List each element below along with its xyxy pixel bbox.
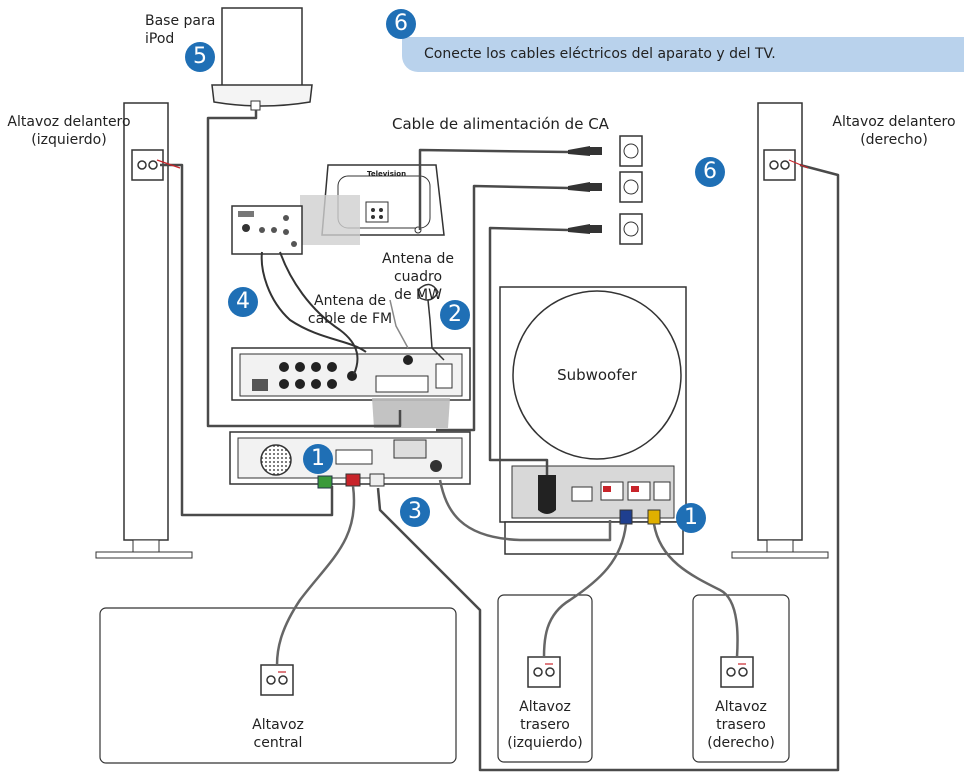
- ac-outlets: [568, 135, 643, 245]
- ipod-base-line1: Base para: [145, 13, 216, 29]
- front-left-line1: Altavoz delantero: [7, 114, 131, 130]
- center-speaker-label: Altavoz central: [238, 716, 318, 752]
- rear-left-line2: trasero: [520, 717, 570, 733]
- instruction-step-number: 6: [386, 9, 416, 39]
- center-line1: Altavoz: [252, 717, 304, 733]
- red-plug: [345, 473, 361, 487]
- rear-left-label: Altavoz trasero (izquierdo): [501, 698, 589, 752]
- fm-antenna-line2: cable de FM: [307, 311, 393, 327]
- blue-plug: [619, 509, 633, 525]
- tv-rear-inset: [231, 205, 303, 255]
- white-plug: [369, 473, 385, 487]
- step-badge-power: 6: [695, 157, 725, 187]
- mw-loop-antenna: [417, 283, 439, 349]
- mw-antenna-line2: de MW: [394, 287, 442, 303]
- television: [300, 164, 445, 245]
- subwoofer: [499, 286, 687, 555]
- ipod-base-label: Base para iPod: [145, 12, 215, 48]
- rear-left-line3: (izquierdo): [507, 735, 583, 751]
- step-badge-ipod: 5: [185, 42, 215, 72]
- mw-antenna-line1: Antena de cuadro: [382, 251, 454, 285]
- step-badge-antenna: 2: [440, 300, 470, 330]
- subwoofer-label: Subwoofer: [557, 366, 637, 384]
- instruction-text: Conecte los cables eléctricos del aparat…: [424, 46, 776, 62]
- front-left-speaker: [95, 102, 193, 559]
- step-badge-subwoofer-cable: 3: [400, 497, 430, 527]
- rear-right-speaker: [692, 594, 790, 763]
- main-unit: [231, 347, 471, 401]
- ac-cable-label: Cable de alimentación de CA: [392, 115, 609, 133]
- terminal-wires: [156, 159, 809, 673]
- fm-antenna-label: Antena de cable de FM: [300, 292, 400, 328]
- rear-left-speaker: [497, 594, 593, 763]
- rear-right-line2: trasero: [716, 717, 766, 733]
- instruction-banner: Conecte los cables eléctricos del aparat…: [402, 37, 964, 72]
- fm-antenna-line1: Antena de: [314, 293, 386, 309]
- sub-red-terminal: [603, 486, 611, 492]
- tv-brand-label: Television: [367, 170, 407, 178]
- step-badge-speaker-sub: 1: [676, 503, 706, 533]
- rear-right-line1: Altavoz: [715, 699, 767, 715]
- ribbon-cable: [372, 398, 450, 428]
- center-line2: central: [253, 735, 303, 751]
- front-right-line1: Altavoz delantero: [832, 114, 956, 130]
- mw-antenna-label: Antena de cuadro de MW: [358, 250, 478, 304]
- step-badge-tv-cable: 4: [228, 287, 258, 317]
- rear-right-line3: (derecho): [707, 735, 775, 751]
- green-plug: [317, 475, 333, 489]
- sub-red-terminal-2: [631, 486, 639, 492]
- front-right-line2: (derecho): [860, 132, 928, 148]
- front-left-line2: (izquierdo): [31, 132, 107, 148]
- rear-left-line1: Altavoz: [519, 699, 571, 715]
- front-right-label: Altavoz delantero (derecho): [825, 113, 963, 149]
- yellow-plug: [647, 509, 661, 525]
- rear-right-label: Altavoz trasero (derecho): [697, 698, 785, 752]
- ipod-base-line2: iPod: [145, 31, 175, 47]
- center-speaker: [99, 607, 457, 764]
- front-left-label: Altavoz delantero (izquierdo): [4, 113, 134, 149]
- step-badge-speaker-amp: 1: [303, 444, 333, 474]
- ipod-dock: [211, 7, 313, 111]
- front-right-speaker: [731, 102, 829, 559]
- cables: [160, 110, 840, 772]
